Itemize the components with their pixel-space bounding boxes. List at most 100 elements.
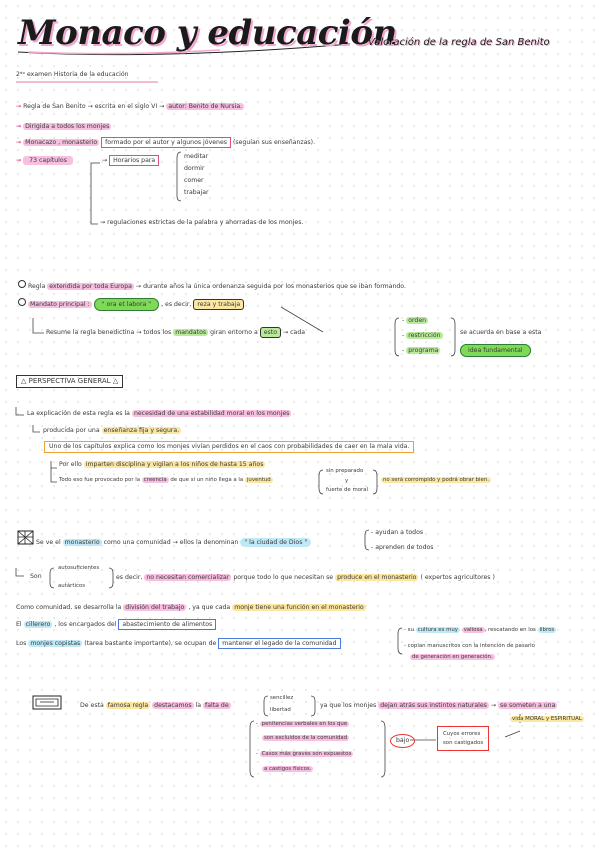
pattern-icon [32,695,62,710]
arrow-icon: → [102,157,108,164]
perspectiva-l3: Uno de los capítulos explica como los mo… [44,441,415,454]
disciplina-text: imparten disciplina y vigilan a los niño… [83,461,266,468]
mandato-label: Mandato principal : [27,301,92,308]
como-comunidad-text: Como comunidad, se desarrolla la [16,604,122,611]
es-decir-text: , es decir, [161,301,192,308]
la-text: la [195,702,202,709]
encargados-text: , los encargados del [54,621,117,628]
castigo-item: - penitencias verbales en los que [256,721,350,727]
section3-l4: El cillerero , los encargados del abaste… [16,619,217,630]
bullet-dirigida: → Dirigida a todos los monjes [16,123,112,130]
comunidad-text: como una comunidad [103,539,171,546]
falta-de-text: falta de [203,702,231,709]
destacamos-text: destacamos [152,702,194,709]
section4-l1a: De esta famosa regla destacamos la falta… [80,702,231,709]
su-text: su [407,627,414,633]
ayudan-text: ayudan a todos [375,529,424,536]
generacion-span: de generación en generación. [410,654,495,660]
abastecimiento-box: abastecimiento de alimentos [118,619,217,630]
section3-l3: Como comunidad, se desarrolla la divisió… [16,604,366,611]
horarios-label: Horarios para [109,155,160,166]
arrow-icon: → [172,539,178,546]
expertos-text: ( expertos agricultores ) [420,574,495,581]
necesidad-text: necesidad de una estabilidad moral en lo… [131,410,292,417]
copistas-text: monjes copistas [28,640,83,647]
arrow-icon: → [282,329,289,336]
arrow-icon: → [16,123,22,130]
todos-los-text: todos los [143,329,172,336]
ya-que-text: ya que los monjes [320,702,377,709]
sin-preparado: sin preparado [326,468,364,474]
horarios-item: comer [184,177,204,184]
comunidad-item: - aprenden de todos [371,544,434,551]
cillerero-text: cillerero [23,621,53,628]
horarios-item: meditar [184,153,209,160]
cada-item: - programa [402,347,441,354]
regulaciones: → regulaciones estrictas de la palabra y… [100,219,303,226]
perspectiva-title: PERSPECTIVA GENERAL [28,377,111,385]
durante-text: durante años la única ordenanza seguida … [143,283,406,290]
copistas-item-2: - copian manuscritos con la intención de… [404,643,535,649]
y-text: y [345,478,349,484]
section3-l2: es decir, no necesitan comercializar por… [116,574,495,581]
producida-text: producida por una [43,427,100,434]
arrow-icon: → [16,139,22,146]
arrow-icon: → [135,283,142,290]
restriccion-text: restricción [406,332,443,339]
circle-bullet-regla: Regla extendida por toda Europa → durant… [18,280,406,290]
tarea-text: (tarea bastante importante), se ocupan d… [84,640,217,647]
cada-item: - restricción [402,332,443,339]
cada-text: cada [290,329,306,336]
aprenden-text: aprenden de todos [375,544,434,551]
circle-icon [18,298,26,306]
porque-text: porque todo lo que necesitan se [233,574,334,581]
de-que-text: de que si un niño llega a la [170,477,244,483]
bullet-regla: → Regla de San Benito → escrita en el si… [16,103,245,110]
bajo-circle: bajo [390,734,416,749]
los-text: Los [16,640,27,647]
arrow-icon: → [16,103,22,110]
formado-text: formado por el autor y algunos jóvenes [101,137,231,148]
arrow-icon: → [100,219,106,226]
page-title: Monaco y educación [18,13,397,53]
explicacion-text: La explicación de esta regla es la [27,410,130,417]
libros-text: libros [537,627,557,633]
el-text: El [16,621,22,628]
page-subtitle: Valoración de la regla de San Benito [368,37,550,48]
section3-l1: Se ve el monasterio como una comunidad →… [36,538,312,547]
falta-item: libertad [270,707,291,713]
orden-text: orden [406,317,429,324]
ensenanza-text: enseñanza fija y segura. [101,427,182,434]
castigo-item: - Casos más graves son expuestos [256,751,354,757]
idea-fundamental: idea fundamental [460,344,531,357]
no-sera-text: no será corrompido y podrá obrar bien. [381,477,491,483]
acuerda-text: se acuerda en base a esta [460,329,542,336]
resume-line: Resume la regla benedictina → todos los … [46,327,306,338]
castigo-item: son excluidos de la comunidad [262,735,350,741]
comunidad-item: - ayudan a todos [371,529,424,536]
horarios: → Horarios para [102,155,160,166]
por-ello-text: Por ello [59,461,82,468]
regla-label: Regla [27,283,46,290]
seguian-text: (seguían sus enseñanzas). [232,139,316,146]
juventud-text: juventud [244,477,273,483]
penitencias-text: penitencias verbales en los que [259,721,350,727]
perspectiva-l1: La explicación de esta regla es la neces… [27,410,292,417]
idea-pill: idea fundamental [460,344,531,357]
perspectiva-l2: producida por una enseñanza fija y segur… [43,427,182,434]
horarios-item: dormir [184,165,205,172]
cuyos-line-1: Cuyos errores [443,731,481,737]
es-decir-text: es decir, [116,574,143,581]
exam-label: 2ᵈᵒ examen Historia de la educación [16,71,129,78]
autor-text: autor: Benito de Nursia. [166,103,245,110]
cuyos-box: Cuyos errores son castigados [437,726,490,752]
excluidos-text: son excluidos de la comunidad [262,735,350,741]
famosa-regla-text: famosa regla [105,702,151,709]
dejan-atras-text: dejan atrás sus instintos naturales [378,702,489,709]
se-ve-text: Se ve el [36,539,61,546]
copian-text: copian manuscritos con la [407,643,479,649]
perspectiva-l5: Todo eso fue provocado por la creencia d… [59,477,273,483]
capitulos-text: 73 capítulos [23,156,73,165]
reza-trabaja-box: reza y trabaja [193,299,245,310]
